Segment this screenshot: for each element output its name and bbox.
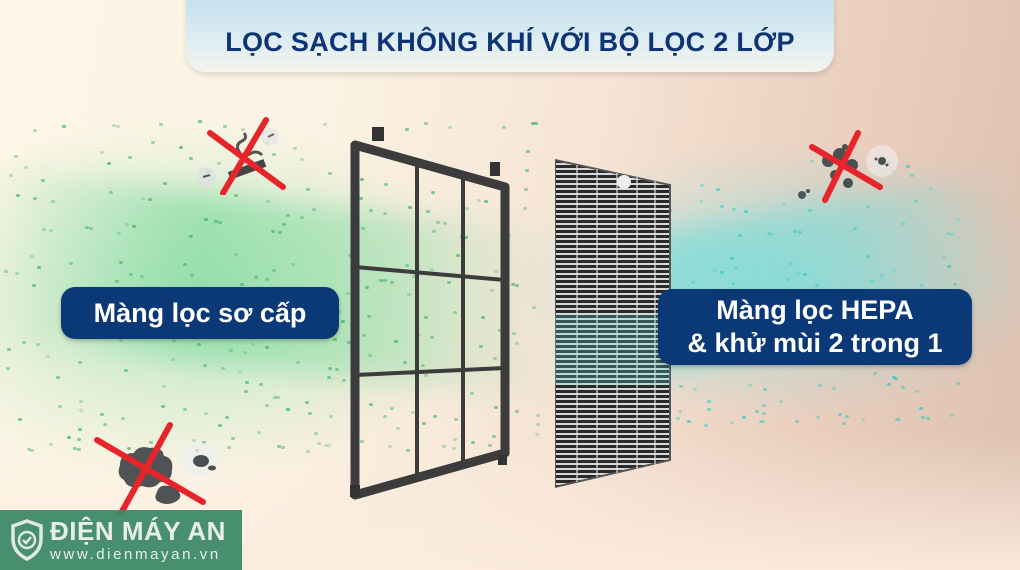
no-smoke-icon bbox=[196, 117, 286, 195]
hepa-filter-label: Màng lọc HEPA & khử mùi 2 trong 1 bbox=[658, 289, 972, 365]
primary-filter-label-text: Màng lọc sơ cấp bbox=[93, 298, 307, 328]
primary-filter-label: Màng lọc sơ cấp bbox=[61, 287, 339, 339]
brand-url: www.dienmayan.vn bbox=[50, 546, 221, 563]
brand-name: ĐIỆN MÁY AN bbox=[50, 516, 226, 546]
hepa-filter-label-line2: & khử mùi 2 trong 1 bbox=[687, 328, 943, 358]
page-title: LỌC SẠCH KHÔNG KHÍ VỚI BỘ LỌC 2 LỚP bbox=[225, 27, 795, 57]
brand-watermark: ĐIỆN MÁY AN www.dienmayan.vn bbox=[0, 510, 242, 570]
hepa-filter-label-line1: Màng lọc HEPA bbox=[716, 295, 914, 325]
primary-mesh-filter bbox=[350, 127, 510, 500]
shield-check-icon bbox=[11, 519, 43, 561]
hepa-filter bbox=[555, 158, 671, 489]
no-bacteria-icon bbox=[798, 130, 898, 203]
no-dust-icon bbox=[94, 422, 218, 515]
title-banner: LỌC SẠCH KHÔNG KHÍ VỚI BỘ LỌC 2 LỚP bbox=[186, 0, 834, 72]
